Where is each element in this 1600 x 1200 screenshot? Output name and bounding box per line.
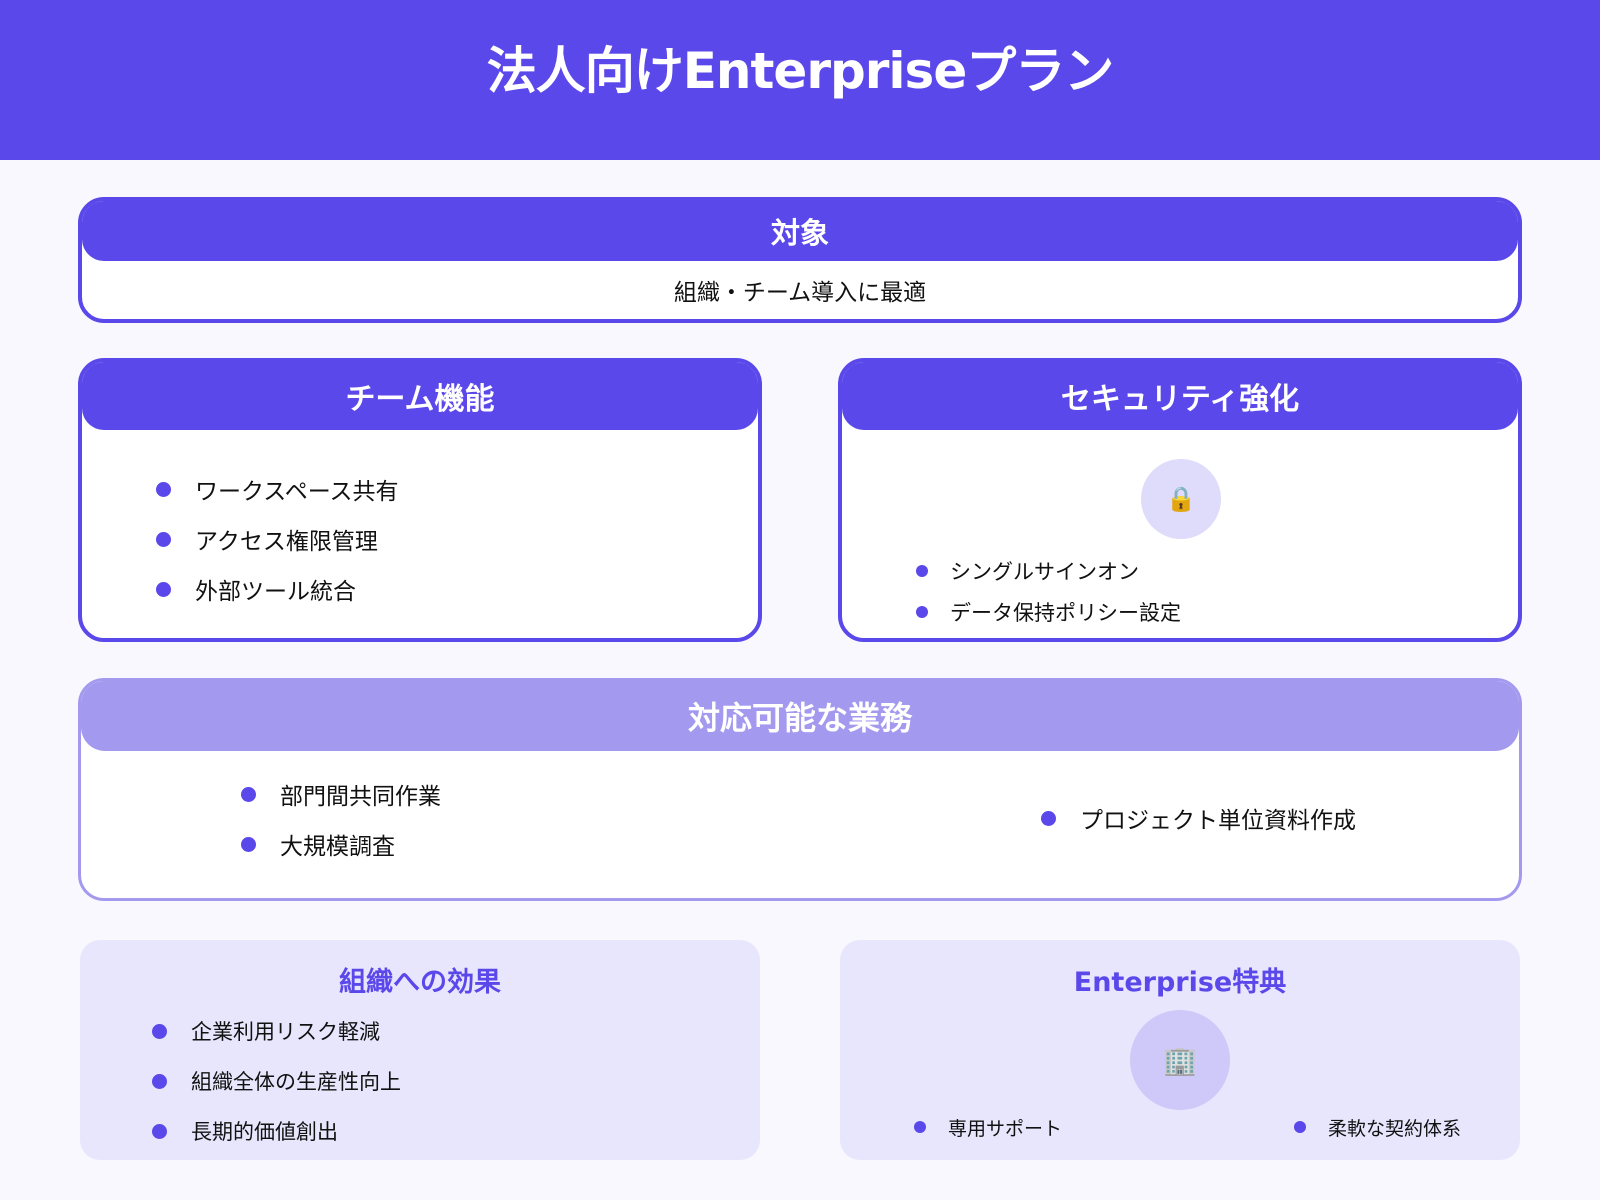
list-item: アクセス権限管理 <box>156 514 758 564</box>
team-features-heading: チーム機能 <box>345 382 495 417</box>
benefits-heading: Enterprise特典 <box>1073 967 1287 998</box>
team-features-card: チーム機能 ワークスペース共有 アクセス権限管理 外部ツール統合 <box>78 358 762 642</box>
tasks-left-list: 部門間共同作業 大規模調査 <box>241 769 441 869</box>
bullet-icon <box>152 1073 167 1089</box>
bullet-icon <box>241 786 256 802</box>
bullet-icon <box>152 1123 167 1139</box>
page-title: 法人向けEnterpriseプラン <box>486 42 1114 100</box>
security-card: セキュリティ強化 🔒 シングルサインオン データ保持ポリシー設定 <box>838 358 1522 642</box>
team-features-header: チーム機能 <box>82 362 758 430</box>
bullet-icon <box>1041 810 1056 826</box>
list-item: 専用サポート <box>914 1112 1062 1142</box>
list-item: 外部ツール統合 <box>156 564 758 614</box>
page-header: 法人向けEnterpriseプラン <box>0 0 1600 160</box>
list-item: 柔軟な契約体系 <box>1294 1112 1461 1142</box>
list-item: 大規模調査 <box>241 819 441 869</box>
org-effects-heading: 組織への効果 <box>339 967 501 998</box>
tasks-heading: 対応可能な業務 <box>687 699 912 737</box>
org-effects-list: 企業利用リスク軽減 組織全体の生産性向上 長期的価値創出 <box>152 1006 401 1156</box>
list-item: 企業利用リスク軽減 <box>152 1006 401 1056</box>
security-list: シングルサインオン データ保持ポリシー設定 <box>916 550 1181 632</box>
target-heading: 対象 <box>770 216 829 250</box>
target-text: 組織・チーム導入に最適 <box>673 280 927 306</box>
benefits-panel: Enterprise特典 🏢 専用サポート 柔軟な契約体系 <box>840 940 1520 1160</box>
list-item: データ保持ポリシー設定 <box>916 591 1181 632</box>
list-item: ワークスペース共有 <box>156 464 758 514</box>
bullet-icon <box>916 564 928 577</box>
benefits-list-right: 柔軟な契約体系 <box>1294 1112 1461 1142</box>
list-item: 組織全体の生産性向上 <box>152 1056 401 1106</box>
bullet-icon <box>1294 1121 1306 1133</box>
building-icon: 🏢 <box>1162 1043 1198 1077</box>
list-item: プロジェクト単位資料作成 <box>1041 793 1356 843</box>
bullet-icon <box>156 481 171 497</box>
list-item: 部門間共同作業 <box>241 769 441 819</box>
bullet-icon <box>152 1023 167 1039</box>
bullet-icon <box>241 836 256 852</box>
bullet-icon <box>914 1121 926 1133</box>
team-features-list: ワークスペース共有 アクセス権限管理 外部ツール統合 <box>156 464 758 614</box>
list-item: シングルサインオン <box>916 550 1181 591</box>
target-card-header: 対象 <box>82 201 1518 261</box>
lock-icon: 🔒 <box>1166 485 1196 513</box>
org-effects-panel: 組織への効果 企業利用リスク軽減 組織全体の生産性向上 長期的価値創出 <box>80 940 760 1160</box>
bullet-icon <box>916 605 928 618</box>
security-heading: セキュリティ強化 <box>1060 382 1300 417</box>
lock-icon-circle: 🔒 <box>1141 459 1221 539</box>
building-icon-circle: 🏢 <box>1130 1010 1230 1110</box>
bullet-icon <box>156 581 171 597</box>
benefits-list-left: 専用サポート <box>914 1112 1062 1142</box>
security-header: セキュリティ強化 <box>842 362 1518 430</box>
tasks-right-list: プロジェクト単位資料作成 <box>1041 793 1356 843</box>
list-item: 長期的価値創出 <box>152 1106 401 1156</box>
tasks-header: 対応可能な業務 <box>81 681 1519 751</box>
target-card: 対象 組織・チーム導入に最適 <box>78 197 1522 323</box>
bullet-icon <box>156 531 171 547</box>
tasks-card: 対応可能な業務 部門間共同作業 大規模調査 プロジェクト単位資料作成 <box>78 678 1522 901</box>
